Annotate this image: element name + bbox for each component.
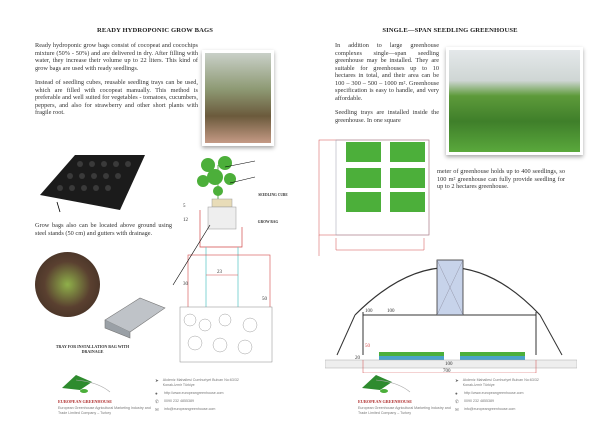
greenhouse-logo-icon <box>62 375 111 393</box>
dim-label: 100 <box>387 309 395 314</box>
left-intro-text: Ready hydroponic grow bags consist of co… <box>35 42 198 124</box>
location-icon: ➤ <box>155 378 159 383</box>
brand-name: EUROPEAN GREENHOUSE <box>358 399 413 404</box>
right-footer-contacts: ➤Akdeniz Mahallesi Cumhuriyet Bulvarı No… <box>455 378 545 415</box>
seedling-cube-label: SEEDLING CUBE <box>258 193 288 197</box>
paragraph: Ready hydroponic grow bags consist of co… <box>35 42 198 72</box>
brand-name: EUROPEAN GREENHOUSE <box>58 399 113 404</box>
right-footer-brand: EUROPEAN GREENHOUSE European Greenhouse … <box>358 372 453 416</box>
greenhouse-logo-icon <box>362 375 411 393</box>
seedling-tray-image <box>40 155 145 213</box>
right-page-title: SINGLE—SPAN SEEDLING GREENHOUSE <box>382 27 518 34</box>
dim-label: 23 <box>217 270 223 275</box>
phone-icon: ✆ <box>455 399 459 404</box>
greenhouse-section-diagram: 100 100 50 20 100 700 <box>325 259 577 373</box>
globe-icon: ● <box>155 391 158 396</box>
right-intro-text: In addition to large greenhouse complexe… <box>335 42 439 131</box>
dim-label: 100 <box>365 309 373 314</box>
website-link[interactable]: http://www.europeangreenhouse.com <box>464 391 524 395</box>
globe-icon: ● <box>455 391 458 396</box>
dim-label: 700 <box>443 369 451 373</box>
phone-icon: ✆ <box>155 399 159 404</box>
address: Akdeniz Mahallesi Cumhuriyet Bulvarı No:… <box>162 378 239 387</box>
email-link[interactable]: info@europeangreenhouse.com <box>464 407 516 411</box>
capacity-text: meter of greenhouse holds up to 400 seed… <box>437 168 565 190</box>
dim-label: 30 <box>183 282 189 287</box>
paragraph: In addition to large greenhouse complexe… <box>335 42 439 102</box>
mail-icon: ✉ <box>455 407 459 412</box>
dim-label: 100 <box>445 362 453 367</box>
greenhouse-plan-diagram <box>318 139 430 256</box>
grow-bag-label: GROW BAG <box>257 220 279 224</box>
grow-bag-text: Grow bags also can be located above grou… <box>35 222 172 237</box>
mail-icon: ✉ <box>155 407 159 412</box>
grow-bag-diagram: 5 12 23 30 50 <box>172 156 273 363</box>
company-name: European Greenhouse Agricultural Marketi… <box>358 406 451 415</box>
dim-label: 5 <box>183 204 186 209</box>
address: Akdeniz Mahallesi Cumhuriyet Bulvarı No:… <box>462 378 539 387</box>
left-footer-contacts: ➤Akdeniz Mahallesi Cumhuriyet Bulvarı No… <box>155 378 245 415</box>
company-name: European Greenhouse Agricultural Marketi… <box>58 406 151 415</box>
paragraph: Instead of seedling cubes, reusable seed… <box>35 79 198 116</box>
website-link[interactable]: http://www.europeangreenhouse.com <box>164 391 224 395</box>
dim-label: 50 <box>365 344 371 349</box>
location-icon: ➤ <box>455 378 459 383</box>
dim-label: 12 <box>183 218 189 223</box>
seedling-hand-photo <box>202 50 274 146</box>
left-footer-brand: EUROPEAN GREENHOUSE European Greenhouse … <box>58 372 153 416</box>
email-link[interactable]: info@europeangreenhouse.com <box>164 407 216 411</box>
greenhouse-photo <box>446 47 583 155</box>
dim-label: 20 <box>355 356 361 361</box>
phone-number: 0090 232 4855389 <box>164 399 194 403</box>
drainage-tray-image <box>104 297 166 339</box>
seedlings-circle-photo <box>35 252 100 317</box>
dim-label: 50 <box>262 297 268 302</box>
paragraph: Seedling trays are installed inside the … <box>335 109 439 124</box>
tray-caption: TRAY FOR INSTALLATION BAG WITH DRAINAGE <box>55 344 130 354</box>
phone-number: 0090 232 4855389 <box>464 399 494 403</box>
left-page-title: READY HYDROPONIC GROW BAGS <box>97 27 213 34</box>
